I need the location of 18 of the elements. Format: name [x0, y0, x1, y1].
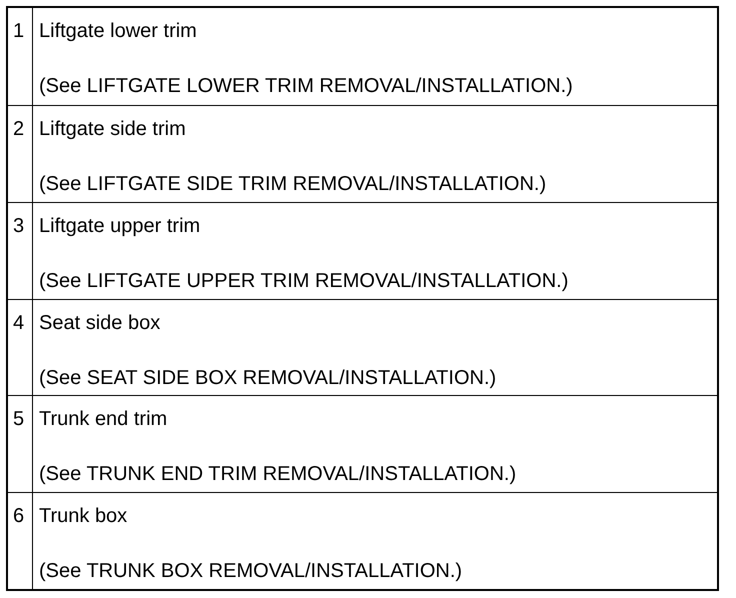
part-name: Liftgate lower trim: [39, 19, 197, 43]
reference-note: (See LIFTGATE SIDE TRIM REMOVAL/INSTALLATION.): [39, 172, 546, 196]
row-number: 2: [13, 116, 24, 141]
row-number: 3: [13, 214, 24, 238]
reference-note: (See TRUNK BOX REMOVAL/INSTALLATION.): [39, 559, 462, 584]
part-name: Trunk end trim: [39, 407, 168, 432]
part-name: Liftgate side trim: [39, 116, 186, 141]
part-name: Liftgate upper trim: [39, 214, 200, 238]
reference-note: (See LIFTGATE UPPER TRIM REMOVAL/INSTALLATION.): [39, 268, 568, 293]
reference-note: (See SEAT SIDE BOX REMOVAL/INSTALLATION.): [39, 366, 496, 390]
row-number: 5: [13, 407, 24, 432]
part-name: Seat side box: [39, 310, 160, 334]
reference-note: (See TRUNK END TRIM REMOVAL/INSTALLATION.): [39, 462, 516, 486]
row-number: 4: [13, 310, 24, 334]
row-number: 1: [13, 19, 24, 43]
part-name: Trunk box: [39, 504, 128, 528]
row-number: 6: [13, 504, 24, 528]
reference-note: (See LIFTGATE LOWER TRIM REMOVAL/INSTALLATION.): [39, 74, 573, 98]
